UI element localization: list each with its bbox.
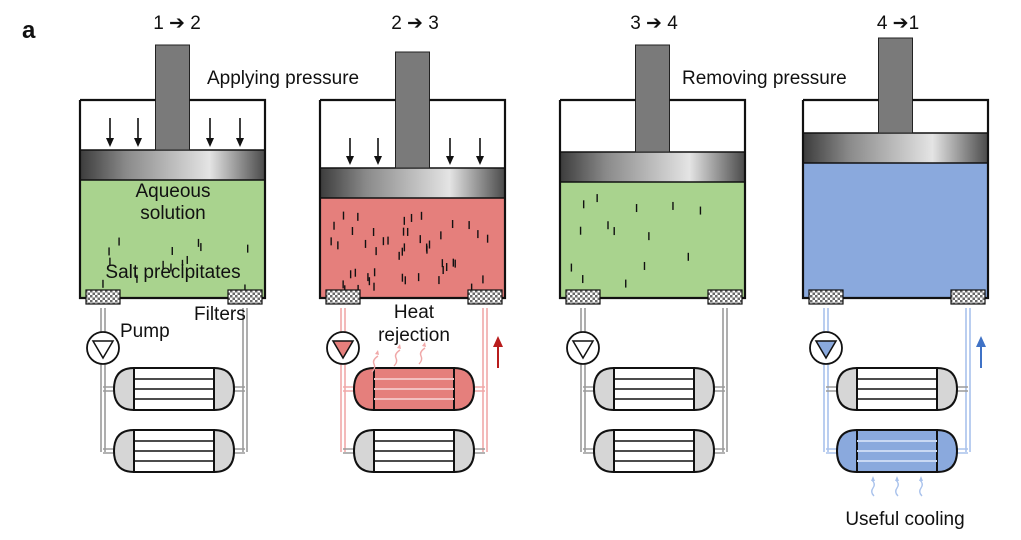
pump-triangle: [91, 340, 115, 360]
heat-exchanger-lower: [112, 429, 236, 473]
rejection-label: rejection: [378, 325, 450, 346]
salt-precipitates-label: Salt precipitates: [105, 262, 240, 283]
applying-pressure-label: Applying pressure: [207, 68, 359, 89]
heat-wave-head: [422, 342, 426, 347]
heat-wave: [393, 349, 401, 367]
heat-wave-head: [375, 350, 379, 355]
pressure-arrowhead: [446, 156, 454, 165]
step-label-3: 3 ➔ 4: [630, 13, 678, 34]
cooling-wave: [895, 479, 899, 497]
pressure-arrowhead: [134, 138, 142, 147]
cylinder-wall: [78, 98, 267, 300]
heat-wave: [418, 347, 426, 365]
heat-exchanger-lower: [352, 429, 476, 473]
fluid-region: [320, 198, 505, 298]
filters-label: Filters: [194, 304, 246, 325]
cylinder-unit-3: [558, 44, 747, 473]
piston-head: [559, 151, 746, 183]
piston-rod: [155, 44, 190, 151]
cooling-wave-head: [895, 476, 899, 481]
filter-left: [565, 289, 601, 305]
piston-rod: [395, 51, 430, 169]
cooling-wave: [871, 479, 875, 497]
pump-label: Pump: [120, 321, 170, 342]
piston-head: [319, 167, 506, 199]
piston-rod: [635, 44, 670, 153]
removing-pressure-label: Removing pressure: [682, 68, 847, 89]
filter-left: [325, 289, 361, 305]
heat-exchanger-upper: [835, 367, 959, 411]
heat-exchanger-upper: [352, 367, 476, 411]
fluid-region: [803, 163, 988, 298]
cylinder-unit-2: [318, 51, 507, 473]
step-label-1: 1 ➔ 2: [153, 13, 201, 34]
pump-triangle: [331, 340, 355, 360]
pressure-arrowhead: [206, 138, 214, 147]
flow-arrowhead: [976, 336, 986, 347]
useful-cooling-label: Useful cooling: [845, 509, 964, 530]
panel-label: a: [22, 17, 36, 44]
heat-exchanger-upper: [592, 367, 716, 411]
cylinder-unit-1: [78, 44, 267, 473]
cylinder-wall: [318, 98, 507, 300]
cylinder-wall: [801, 98, 990, 300]
cooling-wave: [919, 479, 923, 497]
filter-left: [85, 289, 121, 305]
filter-right: [950, 289, 986, 305]
heat-wave-head: [397, 344, 401, 349]
aqueous-label: Aqueous: [135, 181, 210, 202]
pressure-arrowhead: [236, 138, 244, 147]
pump-triangle: [814, 340, 838, 360]
heat-exchanger-lower: [592, 429, 716, 473]
cylinder-wall: [558, 98, 747, 300]
pressure-arrowhead: [374, 156, 382, 165]
filter-left: [808, 289, 844, 305]
step-label-4: 4 ➔1: [877, 13, 919, 34]
pump-triangle: [571, 340, 595, 360]
solution-label: solution: [140, 203, 206, 224]
pressure-arrowhead: [476, 156, 484, 165]
fluid-region: [80, 180, 265, 298]
pressure-arrowhead: [346, 156, 354, 165]
filter-right: [467, 289, 503, 305]
cooling-wave-head: [871, 476, 875, 481]
cylinder-unit-4: [801, 37, 990, 497]
piston-rod: [878, 37, 913, 134]
heat-wave: [371, 355, 379, 373]
heat-exchanger-upper: [112, 367, 236, 411]
cooling-wave-head: [919, 476, 923, 481]
filter-right: [227, 289, 263, 305]
heat-exchanger-lower: [835, 429, 959, 473]
piston-head: [79, 149, 266, 181]
flow-arrowhead: [493, 336, 503, 347]
filter-right: [707, 289, 743, 305]
fluid-region: [560, 182, 745, 298]
pressure-arrowhead: [106, 138, 114, 147]
piston-head: [802, 132, 989, 164]
heat-label: Heat: [394, 302, 435, 323]
step-label-2: 2 ➔ 3: [391, 13, 439, 34]
